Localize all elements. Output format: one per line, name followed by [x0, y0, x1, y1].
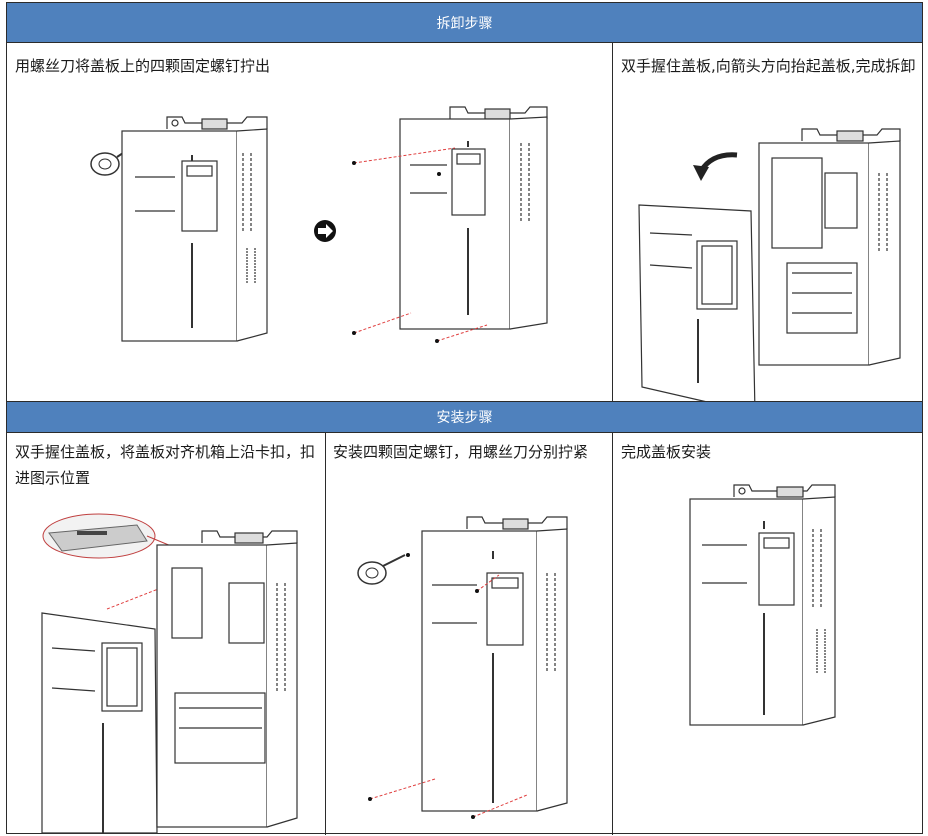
next-arrow-icon [314, 220, 336, 242]
drive-front-completed [689, 484, 836, 726]
screw-lines-install [369, 574, 528, 818]
screw-dots-install [368, 553, 479, 819]
removal-step2-text: 双手握住盖板,向箭头方向抬起盖板,完成拆卸 [621, 57, 916, 75]
removal-divider [612, 43, 613, 401]
install-divider-2 [612, 433, 613, 835]
drive-front-removal-1 [121, 116, 268, 342]
procedure-table: 拆卸步骤 用螺丝刀将盖板上的四颗固定螺钉拧出 双手握住盖板,向箭头方向抬起盖板,… [6, 2, 923, 835]
removal-illustrations [90, 106, 901, 414]
install-header-label: 安装步骤 [436, 410, 493, 426]
screw-lines-removal [353, 147, 488, 342]
drive-front-removal-2 [399, 106, 548, 330]
row-separator [7, 401, 922, 402]
removal-step1-text: 用螺丝刀将盖板上的四颗固定螺钉拧出 [15, 57, 271, 75]
install-step1-text: 双手握住盖板，将盖板对齐机箱上沿卡扣，扣进图示位置 [15, 443, 316, 487]
removal-header-label: 拆卸步骤 [436, 15, 493, 32]
drive-open-chassis [758, 128, 901, 366]
screw-dots-removal [352, 161, 441, 343]
lift-arrow-icon [693, 152, 738, 181]
install-step2-text: 安装四颗固定螺钉，用螺丝刀分别拧紧 [333, 443, 589, 461]
cover-panel-installing [41, 612, 158, 834]
cover-panel-removed [638, 204, 756, 414]
install-header: 安装步骤 [7, 402, 922, 433]
latch-detail-inset [42, 513, 213, 564]
install-step3-text: 完成盖板安装 [621, 443, 712, 461]
drive-open-chassis-install [156, 530, 298, 828]
screwdriver-icon-install [357, 554, 406, 585]
install-divider-1 [325, 433, 326, 835]
drive-front-install-screws [421, 516, 568, 812]
removal-header: 拆卸步骤 [7, 3, 922, 43]
install-illustrations [41, 484, 836, 834]
